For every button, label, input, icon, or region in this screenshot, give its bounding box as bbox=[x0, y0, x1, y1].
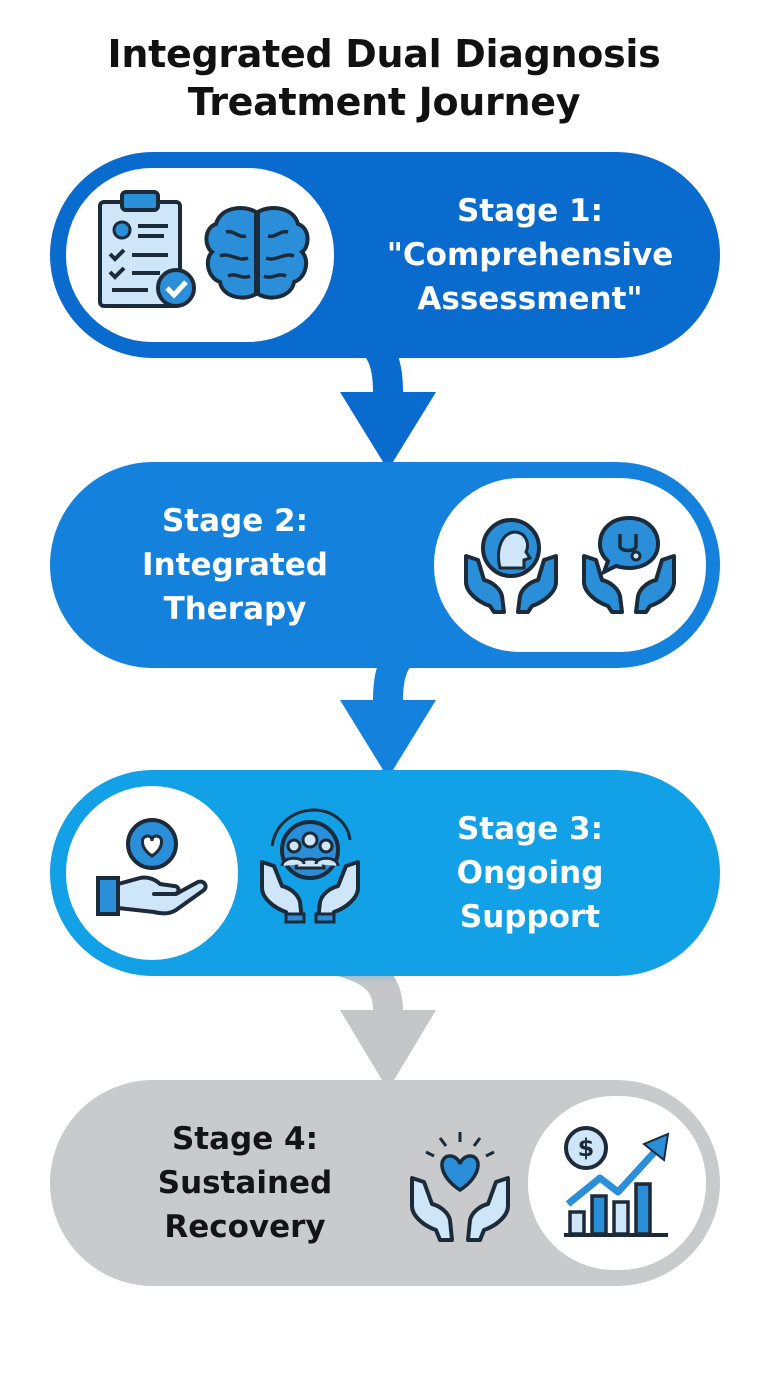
stage-2-title-line-1: Integrated bbox=[142, 547, 328, 583]
arrow-head-1 bbox=[340, 392, 436, 470]
stage-1-title-line-1: "Comprehensive bbox=[386, 237, 674, 273]
stage-3-number: Stage 3: bbox=[456, 811, 604, 847]
stage-3-title-line-1: Ongoing bbox=[456, 855, 604, 891]
arrow-head-2 bbox=[340, 700, 436, 778]
hands-chat-icon bbox=[574, 512, 684, 620]
arrow-head-3 bbox=[340, 1010, 436, 1090]
title-line-2: Treatment Journey bbox=[187, 80, 581, 124]
growth-chart-icon: $ bbox=[560, 1122, 680, 1246]
svg-text:$: $ bbox=[578, 1134, 595, 1162]
stage-2-label: Stage 2: Integrated Therapy bbox=[90, 499, 380, 631]
stage-4-number: Stage 4: bbox=[171, 1121, 319, 1157]
title-line-1: Integrated Dual Diagnosis bbox=[107, 32, 661, 76]
hands-group-icon bbox=[254, 806, 366, 930]
hands-head-icon bbox=[456, 512, 566, 620]
hand-heart-icon bbox=[94, 814, 214, 930]
stage-2-number: Stage 2: bbox=[161, 503, 309, 539]
stage-1-label: Stage 1: "Comprehensive Assessment" bbox=[350, 189, 710, 321]
stage-4-title-line-1: Sustained bbox=[157, 1165, 333, 1201]
brain-icon bbox=[202, 202, 312, 310]
stage-4-label: Stage 4: Sustained Recovery bbox=[110, 1117, 380, 1249]
stage-4-icon-panel bbox=[528, 1096, 706, 1270]
page-title: Integrated Dual Diagnosis Treatment Jour… bbox=[0, 30, 768, 126]
stage-3-label: Stage 3: Ongoing Support bbox=[380, 807, 680, 939]
stage-4-title-line-2: Recovery bbox=[164, 1209, 326, 1245]
stage-1-card: Stage 1: "Comprehensive Assessment" bbox=[50, 152, 720, 358]
stage-1-number: Stage 1: bbox=[456, 193, 604, 229]
stage-1-title-line-2: Assessment" bbox=[417, 281, 643, 317]
stage-3-title-line-2: Support bbox=[459, 899, 601, 935]
stage-2-title-line-2: Therapy bbox=[163, 591, 307, 627]
clipboard-check-icon bbox=[94, 188, 198, 320]
stage-3-card: Stage 3: Ongoing Support bbox=[50, 770, 720, 976]
stage-2-card: Stage 2: Integrated Therapy bbox=[50, 462, 720, 668]
hands-heart-icon bbox=[404, 1128, 516, 1248]
stage-3-icon-panel bbox=[66, 786, 238, 960]
stage-4-card: Stage 4: Sustained Recovery $ bbox=[50, 1080, 720, 1286]
